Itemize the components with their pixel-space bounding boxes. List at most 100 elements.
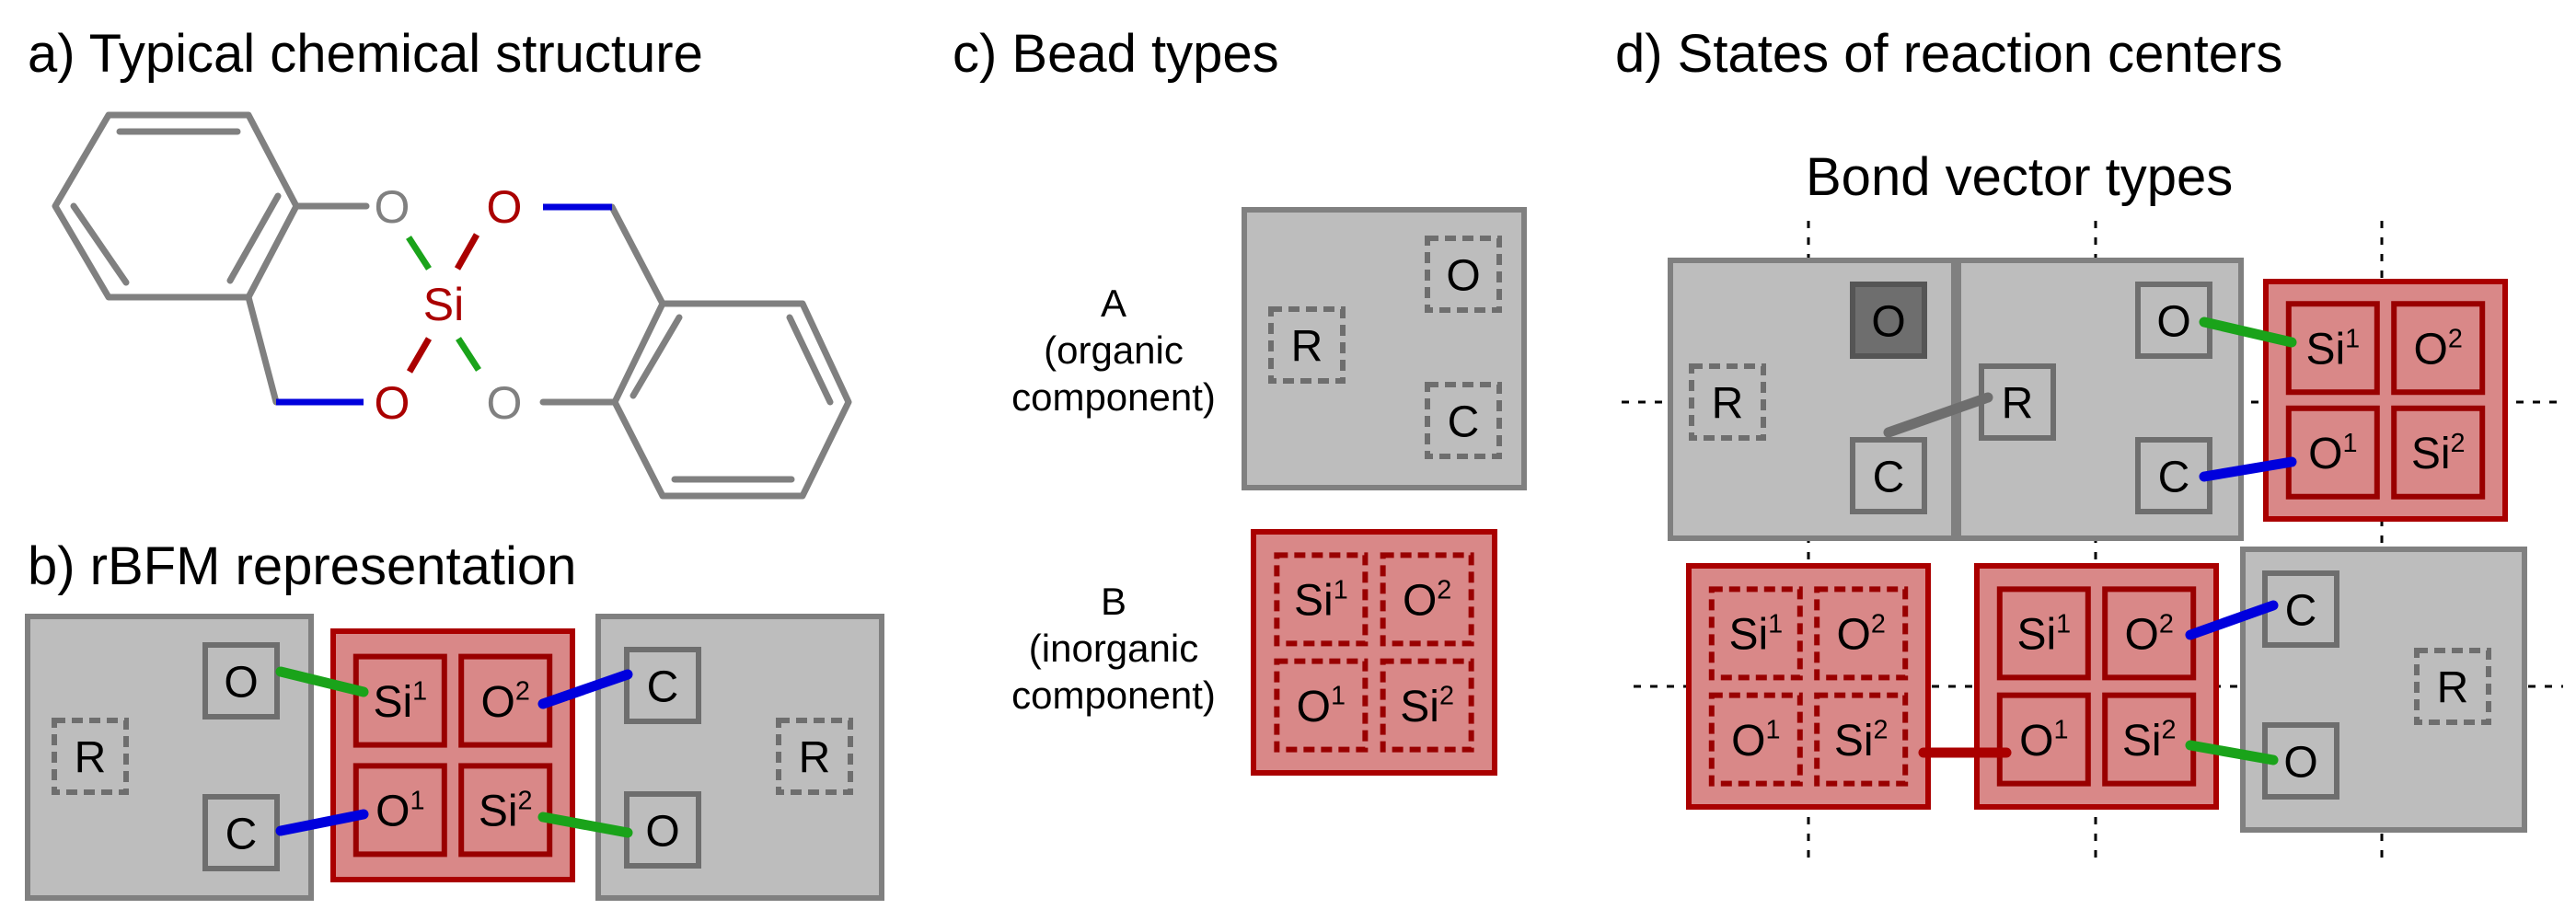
double-bond [226,192,282,284]
caption-line: component) [1011,375,1216,419]
site-label-tr-superscript: 2 [2448,324,2463,353]
reaction-site [2414,648,2491,725]
site-label-text: R [2437,663,2469,712]
bond-green [406,236,432,271]
reaction-site [1708,586,1803,681]
site-label-text: C [2158,453,2190,501]
site-label: O [1871,297,1905,346]
organic-bead [595,614,884,901]
site-label-text: C [647,662,679,711]
site-label-text: C [1873,453,1905,501]
site-label-bl-text: O [2308,430,2342,478]
site-label-tl: Si1 [373,677,427,727]
site-label-bl: O1 [1297,682,1346,731]
reaction-site [352,653,447,748]
site-label-tl: Si1 [2016,609,2071,659]
site-label-br-superscript: 2 [518,786,533,815]
inorganic-bead [330,628,575,882]
bond-green [537,812,633,838]
site-label-bl: O1 [2308,429,2357,478]
reaction-site [1814,692,1909,787]
site-label: C [2158,453,2190,501]
bond-green [2185,740,2279,766]
reaction-site [458,763,553,858]
site-label-bl-superscript: 1 [410,786,424,815]
reaction-site [1380,552,1474,647]
site-label-bl-text: O [1731,717,1765,766]
site-label: R [799,733,831,782]
site-label-tl-superscript: 1 [2345,324,2360,353]
site-label-tr: O2 [2125,609,2174,659]
site-label-br-text: Si [2411,430,2451,478]
reaction-site [352,763,447,858]
reaction-site [776,718,853,795]
reaction-site [2102,692,2197,787]
site-label: C [1873,453,1905,501]
site-label-tr-superscript: 2 [2159,609,2174,639]
site-label-text: C [1448,397,1480,446]
site-label-bl-superscript: 1 [2053,716,2068,745]
caption-line: B [1101,580,1126,623]
site-label-bl-superscript: 1 [1331,682,1346,711]
bond-gray [1883,392,1993,438]
site-label-br-text: Si [1400,683,1439,731]
reaction-site [1850,437,1927,514]
reaction-site [1996,692,2091,787]
benzene-ring-right [611,300,852,500]
chemical-structure [52,111,852,500]
site-label-text: R [75,733,107,782]
site-label-bl: O1 [2019,716,2068,766]
panel-c-title: c) Bead types [953,24,1279,84]
bond-green [275,666,369,697]
site-label-tr-text: O [2125,611,2159,660]
site-label-text: C [225,810,258,858]
site-label-text: O [645,807,679,856]
site-label-bl-text: O [2019,717,2053,766]
site-label-br: Si2 [1400,682,1454,731]
site-label-bl: O1 [1731,716,1780,766]
site-label-tl-superscript: 1 [412,677,427,707]
site-label-tl: Si1 [2305,324,2360,374]
site-label: O [2156,297,2190,346]
site-label: O [1446,251,1480,300]
reaction-site [1996,586,2091,681]
inorganic-bead [1686,563,1931,810]
site-label-text: O [2156,297,2190,346]
site-label-text: O [224,658,258,707]
site-label-text: R [1712,379,1744,428]
caption-line: (inorganic [1029,627,1198,670]
inorganic-bead [2263,279,2508,522]
site-label: R [2437,663,2469,712]
site-label-text: R [1291,322,1323,371]
site-label-br-text: Si [2122,717,2162,766]
bond-blue [2199,456,2297,482]
reaction-site [624,647,701,724]
oxygen-label: O [487,377,523,429]
reaction-site [2285,301,2380,396]
panel-a-title: a) Typical chemical structure [28,24,703,84]
site-label: R [75,733,107,782]
reaction-site [2391,405,2486,500]
panel-d-title: d) States of reaction centers [1615,24,2282,84]
site-label-tl-superscript: 1 [1334,575,1348,604]
site-label-br-superscript: 2 [1439,682,1454,711]
site-label-tl-superscript: 1 [1768,609,1783,639]
oxygen-label: O [375,181,410,233]
bond-blue [537,669,633,709]
site-label-br-superscript: 2 [1874,716,1889,745]
site-label: C [1448,397,1480,446]
site-label-text: O [1871,297,1905,346]
site-label-bl-text: O [375,788,410,836]
double-bond [786,314,834,406]
bond-red [406,337,433,374]
reaction-site [2285,405,2380,500]
bead-b-caption: B (inorganic component) [1011,580,1216,717]
site-label: R [1712,379,1744,428]
inorganic-bead [1974,563,2219,810]
site-label-tl: Si1 [1294,575,1348,625]
reaction-site [1274,658,1369,753]
caption-line: (organic [1044,328,1184,372]
site-label-tr-text: O [1403,577,1437,626]
site-label-tr: O2 [2414,324,2463,374]
site-label-br: Si2 [1834,716,1889,766]
